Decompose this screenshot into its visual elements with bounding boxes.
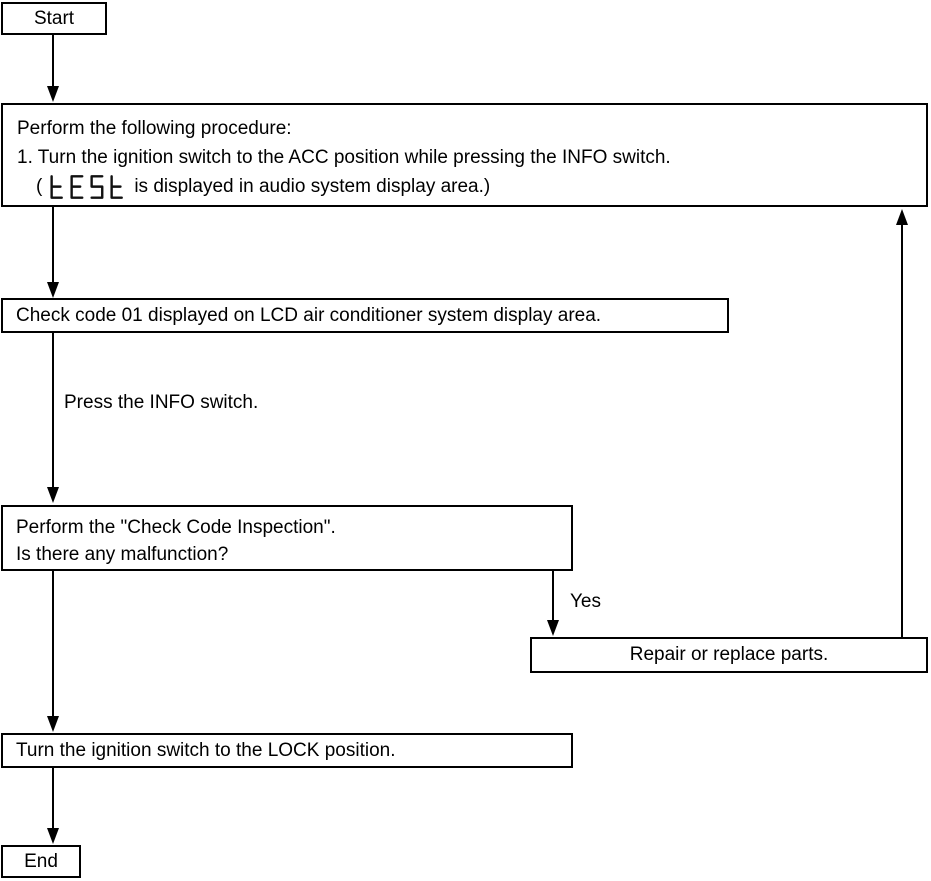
arrowhead-inspection-lock	[47, 716, 59, 732]
node-end: End	[1, 845, 81, 878]
arrowhead-checkcode-inspection	[47, 487, 59, 503]
edge-label-yes: Yes	[570, 591, 601, 612]
node-repair-label: Repair or replace parts.	[629, 644, 829, 665]
open-paren: (	[36, 176, 43, 197]
node-end-label: End	[24, 850, 58, 872]
node-start: Start	[1, 2, 107, 35]
connector-procedure-checkcode	[52, 207, 54, 283]
node-lock-label: Turn the ignition switch to the LOCK pos…	[16, 739, 396, 761]
node-check-code: Check code 01 displayed on LCD air condi…	[1, 298, 729, 333]
connector-checkcode-inspection	[52, 333, 54, 487]
node-repair: Repair or replace parts.	[530, 637, 928, 673]
connector-lock-end	[52, 768, 54, 829]
arrowhead-inspection-repair	[547, 620, 559, 636]
node-start-label: Start	[33, 7, 75, 29]
inspection-line-1: Perform the "Check Code Inspection".	[16, 517, 336, 538]
node-procedure: Perform the following procedure: 1. Turn…	[1, 103, 928, 207]
procedure-line-1: Perform the following procedure:	[17, 118, 292, 139]
connector-start-procedure	[52, 35, 54, 87]
connector-repair-procedure-feedback	[901, 224, 903, 637]
connector-inspection-repair	[552, 571, 554, 621]
seven-segment-char-t2-icon	[110, 174, 124, 199]
edge-label-press-info: Press the INFO switch.	[64, 392, 259, 413]
seven-segment-display: tESt	[49, 174, 125, 199]
seven-segment-char-E-icon	[70, 174, 84, 199]
seven-segment-char-t-icon	[50, 174, 64, 199]
arrowhead-start-procedure	[47, 86, 59, 102]
node-lock: Turn the ignition switch to the LOCK pos…	[1, 733, 573, 768]
procedure-line-2: 1. Turn the ignition switch to the ACC p…	[17, 147, 671, 168]
arrowhead-lock-end	[47, 828, 59, 844]
arrowhead-repair-procedure-feedback	[896, 209, 908, 225]
node-inspection: Perform the "Check Code Inspection". Is …	[1, 505, 573, 571]
procedure-line-3: ( tESt is displayed in audio system disp…	[36, 172, 916, 201]
procedure-line-3-suffix: is displayed in audio system display are…	[134, 176, 491, 197]
arrowhead-procedure-checkcode	[47, 282, 59, 298]
connector-inspection-lock	[52, 571, 54, 717]
inspection-line-2: Is there any malfunction?	[16, 544, 229, 565]
node-check-code-label: Check code 01 displayed on LCD air condi…	[16, 304, 602, 326]
seven-segment-char-S-icon	[90, 174, 104, 199]
